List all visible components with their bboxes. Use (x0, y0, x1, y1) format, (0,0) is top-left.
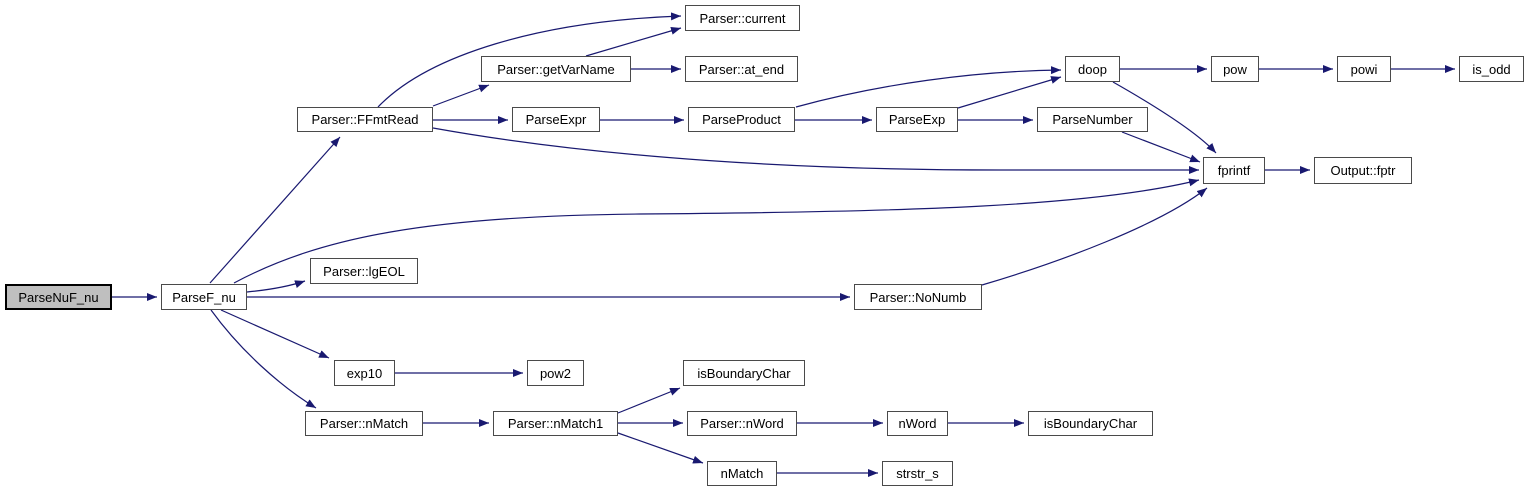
node-powi[interactable]: powi (1337, 56, 1391, 82)
node-label: Parser::at_end (698, 61, 785, 77)
node-label: nWord (898, 416, 937, 431)
node-label: Parser::nMatch (319, 416, 409, 431)
node-current[interactable]: Parser::current (685, 5, 800, 31)
node-label: isBoundaryChar (1043, 416, 1138, 431)
node-label: ParseF_nu (172, 289, 236, 305)
node-doop[interactable]: doop (1065, 56, 1120, 82)
edge-ParseNumber-to-fprintf (1121, 131, 1201, 163)
node-nWord_P[interactable]: Parser::nWord (687, 411, 797, 436)
node-label: ParseExp (888, 112, 946, 127)
node-getVarName[interactable]: Parser::getVarName (481, 56, 631, 82)
node-label: Parser::current (699, 10, 786, 26)
node-at_end[interactable]: Parser::at_end (685, 56, 798, 82)
edge-ParseProduct-to-doop (795, 66, 1062, 108)
node-nMatch1[interactable]: Parser::nMatch1 (493, 411, 618, 436)
node-ParseExp[interactable]: ParseExp (876, 107, 958, 132)
node-label: pow (1223, 61, 1247, 77)
node-Output_fptr[interactable]: Output::fptr (1314, 157, 1412, 184)
edge-nMatch1-to-isBoundaryChar1 (617, 387, 681, 414)
edge-getVarName-to-current (585, 26, 682, 57)
edge-FFmtRead-to-getVarName (432, 84, 490, 107)
node-is_odd[interactable]: is_odd (1459, 56, 1524, 82)
node-label: ParseExpr (525, 112, 587, 127)
node-NoNumb[interactable]: Parser::NoNumb (854, 284, 982, 310)
edge-ParseF_nu-to-FFmtRead (209, 136, 341, 284)
node-lgEOL[interactable]: Parser::lgEOL (310, 258, 418, 284)
edge-FFmtRead-to-current (377, 12, 682, 108)
edge-ParseF_nu-to-nMatch_P (210, 309, 317, 409)
node-label: doop (1078, 61, 1107, 77)
node-label: ParseProduct (702, 112, 781, 127)
node-exp10[interactable]: exp10 (334, 360, 395, 386)
node-label: pow2 (539, 365, 572, 381)
node-pow2[interactable]: pow2 (527, 360, 584, 386)
node-ParseProduct[interactable]: ParseProduct (688, 107, 795, 132)
node-label: strstr_s (896, 466, 939, 481)
node-label: Parser::lgEOL (323, 263, 405, 279)
node-label: nMatch (720, 466, 764, 481)
edge-FFmtRead-to-fprintf (432, 127, 1199, 174)
node-isBoundaryChar2[interactable]: isBoundaryChar (1028, 411, 1153, 436)
node-pow[interactable]: pow (1211, 56, 1259, 82)
node-label: Parser::nWord (700, 416, 784, 431)
edge-NoNumb-to-fprintf (981, 187, 1208, 286)
node-label: Parser::NoNumb (869, 289, 967, 305)
node-ParseNuF_nu: ParseNuF_nu (5, 284, 112, 310)
edge-nMatch1-to-nMatch (617, 432, 704, 464)
node-label: Parser::nMatch1 (507, 416, 604, 431)
node-label: fprintf (1217, 163, 1251, 178)
node-FFmtRead[interactable]: Parser::FFmtRead (297, 107, 433, 132)
edge-doop-to-fprintf (1112, 81, 1217, 154)
node-label: ParseNuF_nu (18, 289, 99, 305)
node-label: Parser::getVarName (497, 61, 615, 77)
node-label: ParseNumber (1052, 112, 1133, 127)
node-label: powi (1350, 61, 1378, 77)
node-label: is_odd (1472, 61, 1511, 77)
node-label: Output::fptr (1330, 163, 1396, 178)
node-strstr_s[interactable]: strstr_s (882, 461, 953, 486)
edge-ParseF_nu-to-lgEOL (246, 280, 306, 293)
node-nWord[interactable]: nWord (887, 411, 948, 436)
node-fprintf[interactable]: fprintf (1203, 157, 1265, 184)
node-nMatch_P[interactable]: Parser::nMatch (305, 411, 423, 436)
edge-ParseF_nu-to-exp10 (220, 309, 330, 359)
node-label: exp10 (346, 365, 383, 381)
node-isBoundaryChar1[interactable]: isBoundaryChar (683, 360, 805, 386)
edge-ParseExp-to-doop (957, 76, 1062, 109)
node-ParseExpr[interactable]: ParseExpr (512, 107, 600, 132)
node-ParseF_nu[interactable]: ParseF_nu (161, 284, 247, 310)
node-label: isBoundaryChar (697, 365, 791, 381)
edge-ParseF_nu-to-fprintf (233, 178, 1200, 284)
node-label: Parser::FFmtRead (311, 112, 419, 127)
node-ParseNumber[interactable]: ParseNumber (1037, 107, 1148, 132)
node-nMatch[interactable]: nMatch (707, 461, 777, 486)
